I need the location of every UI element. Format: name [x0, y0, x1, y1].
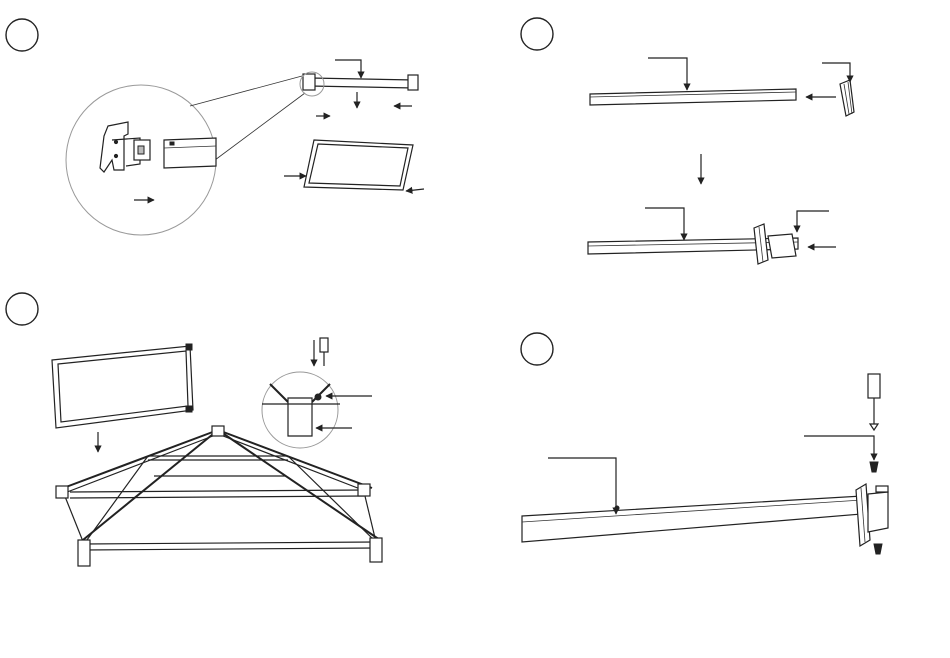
step-3-circle	[6, 293, 38, 325]
gazebo-roof-frame	[56, 426, 382, 566]
assembled-beam	[588, 208, 836, 264]
step-1-panel	[6, 19, 424, 235]
top-beam	[590, 58, 836, 105]
final-beam	[522, 458, 862, 542]
step-2-circle	[521, 18, 553, 50]
screwdriver-icon	[314, 338, 328, 366]
top-end-cap	[822, 63, 854, 116]
step-4-panel	[521, 333, 888, 554]
step-3-panel	[6, 293, 382, 566]
step-2-panel	[521, 18, 854, 264]
screw-icon	[870, 462, 878, 472]
bottom-screw-icon	[874, 544, 882, 554]
screwdriver-icon-2	[868, 374, 880, 430]
loose-roof-panel	[52, 344, 193, 452]
step-3-detail	[262, 372, 372, 448]
detail-magnifier	[66, 76, 305, 235]
roof-panel	[284, 140, 424, 191]
step-4-circle	[521, 333, 553, 365]
step-1-circle	[6, 19, 38, 51]
roof-beam	[303, 60, 418, 116]
final-end-fitting	[804, 436, 888, 554]
